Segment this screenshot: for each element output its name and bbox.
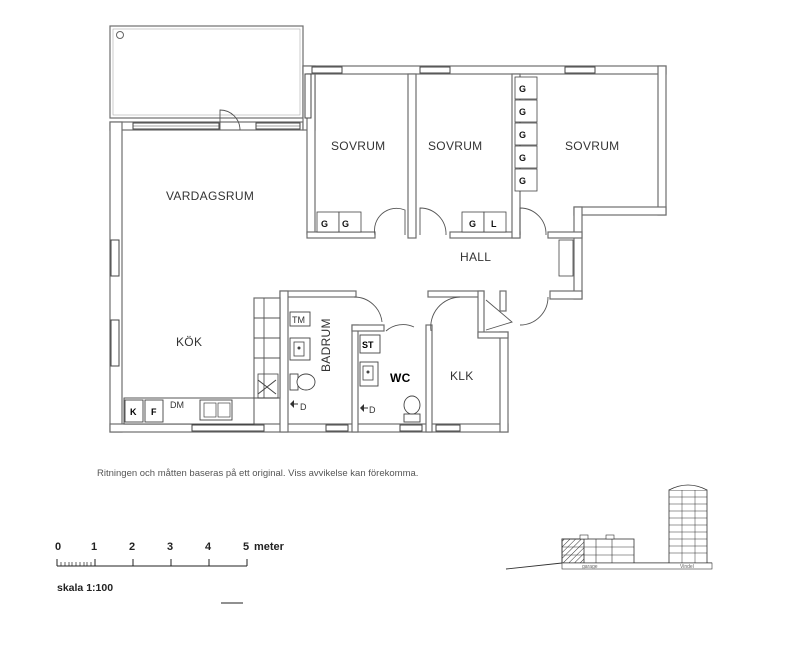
room-label-badrum: BADRUM: [319, 318, 333, 372]
svg-text:L: L: [491, 219, 497, 229]
balcony: [109, 25, 304, 119]
scale-tick-5: 5: [243, 541, 250, 553]
scale-tick-0: 0: [55, 541, 62, 553]
room-label-sovrum-3: SOVRUM: [565, 139, 619, 153]
fixture-labels: TM ST DM K F D D: [130, 315, 376, 417]
label-drain-bath: D: [300, 402, 307, 412]
room-labels: VARDAGSRUM SOVRUM SOVRUM SOVRUM HALL KÖK…: [166, 139, 619, 385]
svg-text:G: G: [469, 219, 476, 229]
wardrobe-labels: G G G L G G G G G: [321, 84, 526, 229]
elevation-label-right: Vindel: [680, 564, 694, 570]
label-k: K: [130, 407, 137, 417]
svg-text:G: G: [342, 219, 349, 229]
wardrobe-box: [338, 211, 362, 233]
label-dm: DM: [170, 400, 184, 410]
room-label-sovrum-2: SOVRUM: [428, 139, 482, 153]
scale-tick-3: 3: [167, 541, 174, 553]
exterior-walls: [109, 65, 667, 433]
room-label-hall: HALL: [460, 250, 491, 264]
disclaimer-text: Ritningen och måtten baseras på ett orig…: [97, 468, 419, 479]
scale-unit: meter: [254, 541, 284, 553]
svg-text:G: G: [321, 219, 328, 229]
scale-tick-1: 1: [91, 541, 98, 553]
svg-text:G: G: [519, 130, 526, 140]
bathroom-fixtures: [289, 311, 421, 423]
svg-text:G: G: [519, 84, 526, 94]
svg-text:G: G: [519, 107, 526, 117]
room-label-vardagsrum: VARDAGSRUM: [166, 189, 254, 203]
scale-tick-4: 4: [205, 541, 212, 553]
label-tm: TM: [292, 315, 305, 325]
kitchen-fixtures: [123, 373, 279, 425]
svg-text:G: G: [519, 176, 526, 186]
building-elevation: garage Vindel: [505, 484, 713, 570]
label-f: F: [151, 407, 157, 417]
wardrobes: [316, 76, 574, 277]
room-label-wc: WC: [390, 371, 411, 385]
scale-tick-2: 2: [129, 541, 136, 553]
interior-walls: [253, 73, 583, 433]
label-st: ST: [362, 340, 374, 350]
svg-text:G: G: [519, 153, 526, 163]
room-label-klk: KLK: [450, 369, 474, 383]
room-label-sovrum-1: SOVRUM: [331, 139, 385, 153]
scale-bar: [56, 559, 248, 604]
room-label-kok: KÖK: [176, 335, 202, 349]
label-drain-wc: D: [369, 405, 376, 415]
door-swings: [219, 109, 549, 332]
elevation-label-left: garage: [582, 564, 598, 570]
windows: [110, 66, 596, 432]
scale-label: skala 1:100: [57, 582, 114, 594]
wardrobe-box: [483, 211, 507, 233]
